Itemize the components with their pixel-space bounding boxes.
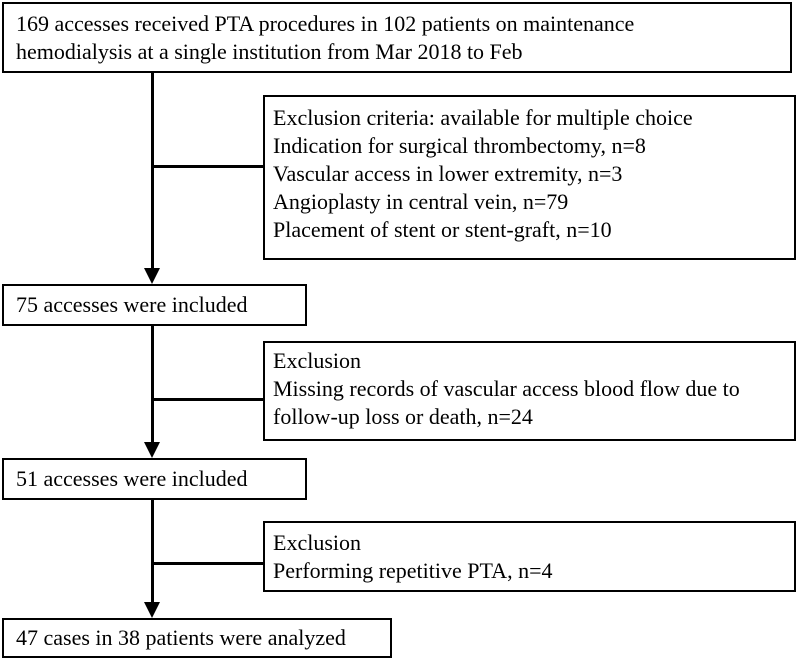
- start-box: 169 accesses received PTA procedures in …: [2, 2, 792, 73]
- exclusion-2-item: Missing records of vascular access blood…: [273, 376, 740, 401]
- included-box-1: 75 accesses were included: [2, 284, 307, 326]
- exclusion-3-heading: Exclusion: [273, 530, 361, 555]
- exclusion-1-item: Angioplasty in central vein, n=79: [273, 189, 569, 214]
- down-arrow-icon: [144, 602, 160, 618]
- exclusion-2-heading: Exclusion: [273, 348, 361, 373]
- final-text: 47 cases in 38 patients were analyzed: [16, 625, 346, 650]
- exclusion-1-item: Vascular access in lower extremity, n=3: [273, 161, 623, 186]
- included-2-text: 51 accesses were included: [16, 466, 248, 491]
- start-box-line-1: 169 accesses received PTA procedures in …: [16, 11, 635, 36]
- main-flow-line-2: [151, 326, 154, 442]
- exclusion-box-3: Exclusion Performing repetitive PTA, n=4: [263, 521, 796, 592]
- included-box-2: 51 accesses were included: [2, 458, 307, 500]
- exclusion-1-item: Indication for surgical thrombectomy, n=…: [273, 133, 646, 158]
- included-1-text: 75 accesses were included: [16, 292, 248, 317]
- final-box: 47 cases in 38 patients were analyzed: [2, 618, 392, 658]
- exclusion-box-2: Exclusion Missing records of vascular ac…: [263, 341, 796, 441]
- down-arrow-icon: [144, 268, 160, 284]
- down-arrow-icon: [144, 442, 160, 458]
- exclusion-box-1: Exclusion criteria: available for multip…: [263, 95, 796, 260]
- exclusion-connector-1: [151, 165, 263, 168]
- exclusion-1-item: Placement of stent or stent-graft, n=10: [273, 217, 612, 242]
- exclusion-1-heading: Exclusion criteria: available for multip…: [273, 105, 693, 130]
- start-box-line-2: hemodialysis at a single institution fro…: [16, 39, 523, 64]
- exclusion-connector-3: [151, 562, 263, 565]
- exclusion-3-item: Performing repetitive PTA, n=4: [273, 558, 553, 583]
- main-flow-line-3: [151, 500, 154, 602]
- main-flow-line-1: [151, 73, 154, 268]
- exclusion-connector-2: [151, 398, 263, 401]
- exclusion-2-item: follow-up loss or death, n=24: [273, 404, 533, 429]
